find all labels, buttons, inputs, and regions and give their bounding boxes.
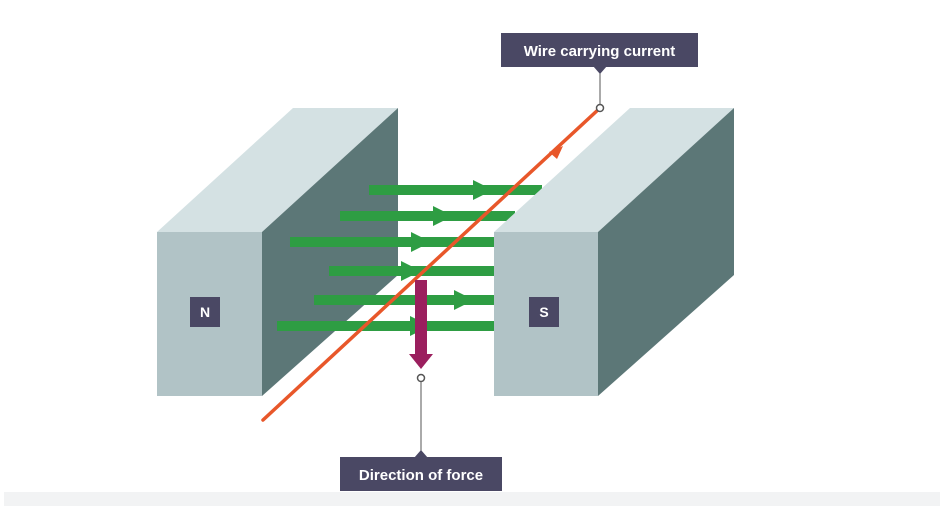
north-pole-label: N: [200, 304, 210, 320]
footer-strip: [4, 492, 940, 506]
force-callout: Direction of force: [340, 373, 502, 491]
north-pole-badge: [190, 297, 220, 327]
force-arrow-shaft: [415, 280, 427, 356]
wire-leader-dot: [595, 103, 605, 113]
wire-callout-pointer: [593, 66, 607, 74]
right-arrow-icon: [473, 180, 493, 200]
north-magnet: N: [157, 108, 398, 396]
right-arrow-icon: [433, 206, 453, 226]
right-arrow-icon: [454, 290, 474, 310]
south-magnet-top: [494, 108, 734, 232]
right-arrow-icon: [401, 261, 421, 281]
force-callout-label: Direction of force: [359, 467, 483, 484]
force-arrow: [409, 280, 433, 369]
current-wire: [261, 106, 602, 422]
wire-line: [261, 106, 602, 422]
down-arrow-icon: [409, 354, 433, 369]
force-callout-box: [340, 457, 502, 491]
south-pole-label: S: [539, 304, 548, 320]
north-magnet-top: [157, 108, 398, 232]
south-pole-badge: [529, 297, 559, 327]
force-leader-dot: [416, 373, 426, 383]
wire-callout-label: Wire carrying current: [524, 43, 676, 60]
wire-callout: Wire carrying current: [501, 33, 698, 113]
south-magnet: S: [494, 108, 734, 396]
force-callout-pointer: [414, 450, 428, 458]
right-arrow-icon: [411, 232, 431, 252]
wire-callout-box: [501, 33, 698, 67]
south-magnet-side: [598, 108, 734, 396]
arrowhead-icon: [549, 146, 563, 159]
